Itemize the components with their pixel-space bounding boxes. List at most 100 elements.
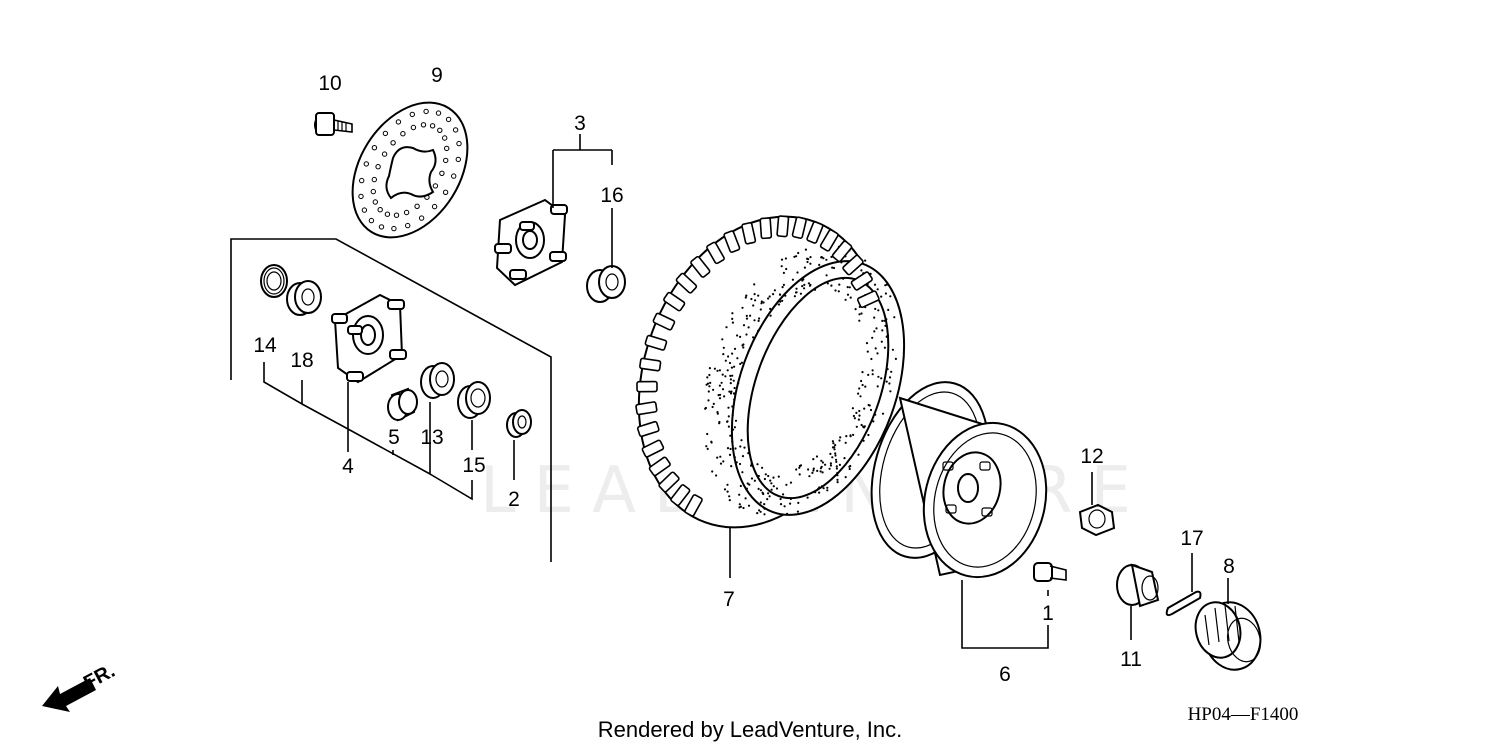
tire-texture-dot <box>881 412 885 415</box>
tire-tread-lug <box>636 420 660 438</box>
tire-texture-dot <box>743 446 746 449</box>
tire-texture-dot <box>720 381 723 384</box>
tire-texture-dot <box>754 299 757 302</box>
tire-texture-dot <box>767 297 770 300</box>
part-15-bearing[interactable] <box>457 381 491 419</box>
tire-texture-dot <box>818 486 821 489</box>
tire-texture-dot <box>867 403 870 407</box>
disc-hole <box>361 207 368 213</box>
tire-texture-dot <box>757 474 760 478</box>
disc-hole <box>451 173 457 179</box>
tire-tread-lug <box>636 380 658 393</box>
part-3-hub[interactable] <box>494 198 568 287</box>
part-11-cap-nut[interactable] <box>1116 563 1160 608</box>
tire-texture-dot <box>715 474 718 477</box>
tire-texture-dot <box>779 497 782 501</box>
part-16-bearing[interactable] <box>586 265 626 303</box>
tire-texture-dot <box>770 482 773 485</box>
tire-texture-dot <box>843 457 846 460</box>
callout-4[interactable]: 4 <box>342 455 354 478</box>
callout-10[interactable]: 10 <box>318 72 341 95</box>
tire-texture-dot <box>757 487 760 490</box>
tire-texture-dot <box>887 308 890 311</box>
part-7-tire[interactable] <box>597 182 936 561</box>
part-17-cotter-pin[interactable] <box>1165 590 1202 617</box>
part-6-wheel[interactable] <box>852 368 1062 590</box>
tire-tread-lug <box>690 255 711 278</box>
tire-texture-dot <box>748 483 751 486</box>
tire-texture-dot <box>874 413 877 416</box>
part-13-bearing[interactable] <box>420 362 455 399</box>
tire-texture-dot <box>865 342 869 345</box>
tire-texture-dot <box>826 282 829 285</box>
tire-texture-dot <box>834 452 837 455</box>
callout-8[interactable]: 8 <box>1223 555 1235 578</box>
callout-1[interactable]: 1 <box>1042 602 1054 625</box>
tire-texture-dot <box>726 369 729 372</box>
tire-texture-dot <box>837 290 840 293</box>
tire-tread-lug <box>639 357 662 372</box>
tire-texture-dot <box>737 382 740 385</box>
tire-texture-dot <box>876 385 879 388</box>
tire-texture-dot <box>881 276 884 279</box>
disc-hole <box>456 140 462 147</box>
callout-13[interactable]: 13 <box>420 426 443 449</box>
callout-3[interactable]: 3 <box>574 112 586 135</box>
callout-18[interactable]: 18 <box>290 349 313 372</box>
part-10-bolt[interactable] <box>314 112 353 136</box>
tire-texture-dot <box>798 464 802 468</box>
part-5-collar[interactable] <box>387 387 418 422</box>
part-1-valve[interactable] <box>1033 562 1067 582</box>
tire-texture-dot <box>838 283 841 286</box>
tire-texture-dot <box>825 274 828 277</box>
tire-texture-dot <box>707 399 710 402</box>
callout-6[interactable]: 6 <box>999 663 1011 686</box>
callout-7[interactable]: 7 <box>723 588 735 611</box>
part-2-seal[interactable] <box>506 409 532 438</box>
tire-texture-dot <box>871 369 874 372</box>
callout-9[interactable]: 9 <box>431 64 443 87</box>
tire-texture-dot <box>726 483 729 486</box>
tire-texture-dot <box>756 329 760 333</box>
tire-texture-dot <box>849 464 852 468</box>
tire-texture-dot <box>844 476 847 479</box>
tire-tread-lug <box>741 222 757 245</box>
tire-tread-lug <box>842 254 864 276</box>
tire-texture-dot <box>767 474 770 478</box>
callout-2[interactable]: 2 <box>508 488 520 511</box>
tire-texture-dot <box>758 509 761 512</box>
tire-texture-dot <box>762 301 765 304</box>
tire-tread-lug <box>850 271 873 291</box>
tire-texture-dot <box>881 329 884 332</box>
tire-texture-dot <box>708 367 712 370</box>
part-18-bearing[interactable] <box>286 280 322 316</box>
tire-texture-dot <box>845 435 848 438</box>
tire-texture-dot <box>846 293 850 296</box>
part-12-nut[interactable] <box>1078 503 1116 537</box>
callout-14[interactable]: 14 <box>253 334 277 357</box>
tire-texture-dot <box>880 340 883 343</box>
tire-texture-dot <box>854 450 857 453</box>
tire-texture-dot <box>722 353 725 356</box>
tire-tread-lug <box>635 401 658 416</box>
callout-11[interactable]: 11 <box>1120 648 1142 671</box>
tire-texture-dot <box>750 464 753 467</box>
tire-texture-dot <box>889 390 892 393</box>
part-9-brake-disc[interactable] <box>329 82 491 259</box>
tire-texture-dot <box>719 455 722 458</box>
callout-15[interactable]: 15 <box>462 454 485 477</box>
tire-texture-dot <box>831 446 835 449</box>
tire-texture-dot <box>821 471 824 474</box>
callout-5[interactable]: 5 <box>388 426 400 449</box>
tire-texture-dot <box>736 334 739 337</box>
callout-16[interactable]: 16 <box>600 184 623 207</box>
callout-17[interactable]: 17 <box>1180 527 1203 550</box>
tire-texture-dot <box>739 362 742 365</box>
tire-texture-dot <box>712 388 715 391</box>
part-8-hub-cap[interactable] <box>1190 596 1268 676</box>
part-14-bearing[interactable] <box>260 264 288 298</box>
tire-texture-dot <box>778 298 781 302</box>
part-4-hub[interactable] <box>331 293 407 384</box>
tire-texture-dot <box>867 433 870 437</box>
callout-12[interactable]: 12 <box>1080 445 1103 468</box>
